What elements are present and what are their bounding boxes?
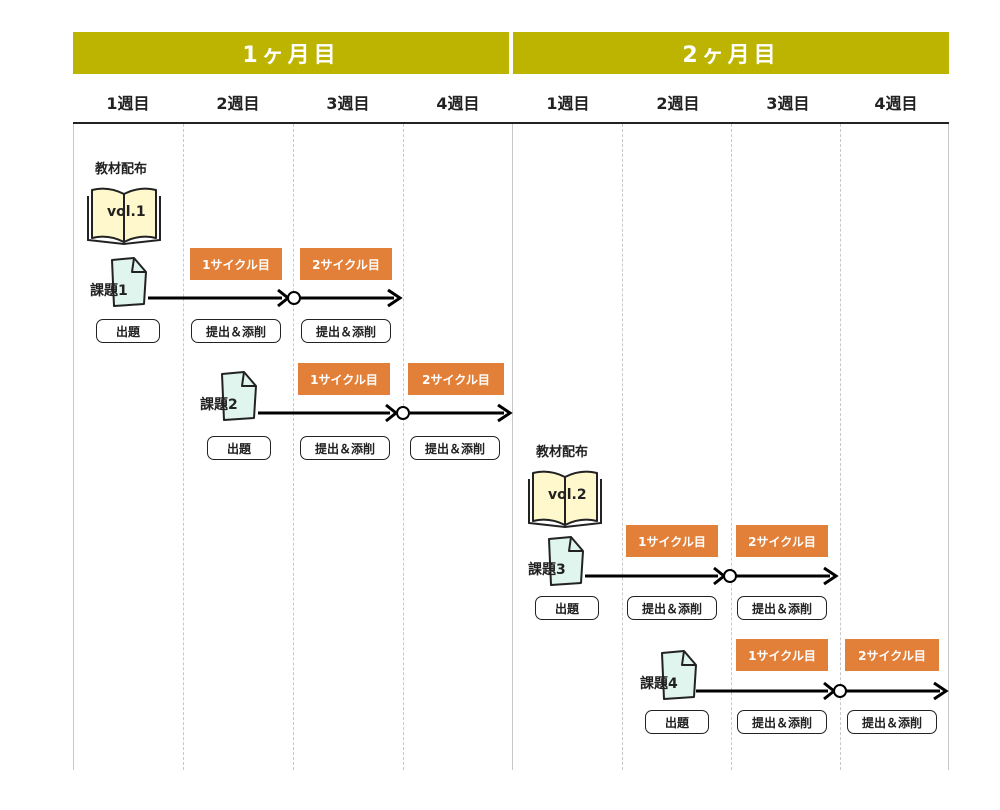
cycle-tag: 1サイクル目: [736, 639, 828, 671]
week-header: 3週目: [326, 94, 370, 113]
book-icon: [87, 187, 161, 246]
review-step-pill: 提出＆添削: [627, 596, 717, 620]
material-label: 教材配布: [536, 445, 589, 460]
document-icon: [548, 536, 584, 586]
cycle-tag: 2サイクル目: [845, 639, 939, 671]
grid-line: [840, 124, 841, 770]
assignment-name: 課題1: [90, 283, 128, 299]
volume-label: vol.2: [548, 487, 587, 503]
timeline-arrow-1: [148, 288, 403, 308]
review-step-pill: 提出＆添削: [737, 710, 827, 734]
review-step-pill: 提出＆添削: [300, 436, 390, 460]
week-header: 2週目: [656, 94, 700, 113]
month-header-1: 1ヶ月目: [73, 32, 509, 74]
assignment-name: 課題2: [200, 397, 238, 413]
review-step-pill: 提出＆添削: [301, 319, 391, 343]
material-label: 教材配布: [95, 162, 148, 177]
month-header-2: 2ヶ月目: [513, 32, 949, 74]
timeline-arrow-2: [258, 403, 513, 423]
week-header: 4週目: [436, 94, 480, 113]
start-step-pill: 出題: [207, 436, 271, 460]
cycle-tag: 1サイクル目: [190, 248, 282, 280]
week-header: 2週目: [216, 94, 260, 113]
checkpoint-marker: [287, 291, 301, 305]
grid-line: [403, 124, 404, 770]
week-header: 1週目: [546, 94, 590, 113]
document-icon: [221, 371, 257, 421]
volume-label: vol.1: [107, 204, 146, 220]
review-step-pill: 提出＆添削: [410, 436, 500, 460]
grid-line: [622, 124, 623, 770]
book-icon: [528, 470, 602, 529]
cycle-tag: 2サイクル目: [408, 363, 504, 395]
assignment-name: 課題3: [528, 562, 566, 578]
document-icon: [661, 650, 697, 700]
review-step-pill: 提出＆添削: [847, 710, 937, 734]
assignment-name: 課題4: [640, 676, 678, 692]
cycle-tag: 1サイクル目: [298, 363, 390, 395]
document-icon: [111, 257, 147, 307]
timeline-arrow-4: [696, 681, 949, 701]
cycle-tag: 2サイクル目: [736, 525, 828, 557]
month-divider: [512, 124, 513, 770]
grid-line: [948, 124, 949, 770]
grid-line: [183, 124, 184, 770]
week-header: 1週目: [106, 94, 150, 113]
start-step-pill: 出題: [96, 319, 160, 343]
grid-line: [731, 124, 732, 770]
checkpoint-marker: [723, 569, 737, 583]
header-divider: [73, 122, 949, 124]
start-step-pill: 出題: [535, 596, 599, 620]
week-header: 3週目: [766, 94, 810, 113]
week-header: 4週目: [874, 94, 918, 113]
grid-line: [73, 124, 74, 770]
cycle-tag: 2サイクル目: [300, 248, 392, 280]
start-step-pill: 出題: [645, 710, 709, 734]
cycle-tag: 1サイクル目: [626, 525, 718, 557]
grid-line: [293, 124, 294, 770]
review-step-pill: 提出＆添削: [191, 319, 281, 343]
review-step-pill: 提出＆添削: [737, 596, 827, 620]
